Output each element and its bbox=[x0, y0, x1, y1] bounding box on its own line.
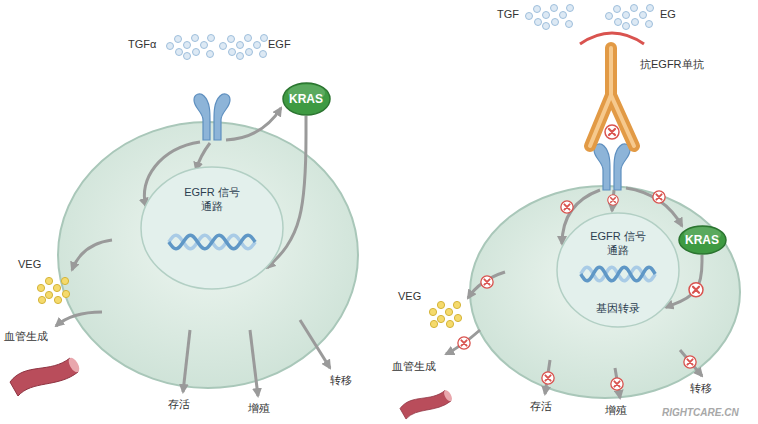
veg-dots bbox=[37, 277, 69, 303]
cell-body bbox=[58, 122, 358, 388]
outcome-label: 增殖 bbox=[605, 404, 627, 417]
kras-ellipse bbox=[679, 226, 726, 254]
signal-arrow bbox=[196, 143, 210, 170]
block-mark bbox=[689, 283, 703, 297]
signal-arrow bbox=[183, 330, 190, 392]
ligand-dots bbox=[167, 35, 215, 60]
ligand-name: EG bbox=[660, 8, 676, 21]
drug-label: 抗EGFR单抗 bbox=[640, 58, 704, 71]
veg-dots bbox=[429, 301, 461, 327]
protein-name: KRAS bbox=[685, 233, 719, 248]
kras-oval: KRAS bbox=[282, 82, 331, 116]
blocked-arrow bbox=[468, 272, 505, 298]
ligand-dots bbox=[220, 35, 268, 60]
blood-vessel bbox=[10, 356, 81, 396]
block-arc bbox=[580, 33, 644, 44]
protein-name: KRAS bbox=[289, 92, 323, 107]
nucleus-outline bbox=[141, 167, 283, 289]
process-label: 基因转录 bbox=[596, 302, 640, 316]
dna-strand bbox=[581, 267, 655, 280]
outcome-label: 增殖 bbox=[248, 402, 270, 415]
blood-vessel bbox=[400, 389, 454, 419]
outcome-label: 存活 bbox=[530, 400, 552, 413]
kras-ellipse bbox=[283, 83, 330, 115]
pathway-label: EGFR 信号通路 bbox=[183, 186, 241, 214]
factor-name: VEG bbox=[18, 258, 41, 271]
factor-name: VEG bbox=[398, 290, 421, 303]
dna-strand bbox=[169, 235, 255, 248]
watermark: RIGHTCARE.CN bbox=[662, 407, 739, 419]
anti-egfr-antibody bbox=[590, 48, 634, 146]
outcome-label: 转移 bbox=[330, 374, 352, 387]
signal-arrow bbox=[300, 320, 330, 368]
cell-body bbox=[470, 186, 740, 398]
outcome-label: 血管生成 bbox=[392, 360, 436, 373]
outcome-label: 存活 bbox=[168, 398, 190, 411]
outcome-label: 血管生成 bbox=[4, 330, 48, 343]
blocked-arrow bbox=[446, 330, 480, 354]
egfr-receptor bbox=[594, 144, 630, 190]
block-marks bbox=[458, 191, 696, 390]
blocked-arrows bbox=[446, 188, 702, 398]
signal-arrow bbox=[56, 312, 102, 326]
egfr-receptor bbox=[194, 94, 230, 140]
block-mark bbox=[605, 125, 619, 139]
ligand-name: TGFα bbox=[128, 38, 156, 51]
ligand-dots bbox=[606, 5, 654, 30]
signal-arrow bbox=[250, 330, 258, 396]
kras-oval: KRAS bbox=[678, 225, 727, 255]
signal-arrow bbox=[226, 108, 281, 140]
nucleus-outline bbox=[557, 213, 679, 327]
ligand-name: EGF bbox=[268, 38, 291, 51]
nucleus-shape bbox=[140, 166, 284, 290]
signal-arrows bbox=[56, 108, 330, 396]
nucleus-ellipse: EGFR 信号通路 bbox=[140, 166, 284, 290]
pathway-label: EGFR 信号通路 bbox=[589, 230, 647, 258]
dna-strand bbox=[169, 235, 255, 248]
ligand-dots bbox=[526, 5, 574, 30]
dna-strand bbox=[581, 267, 655, 280]
outcome-label: 转移 bbox=[690, 382, 712, 395]
ligand-name: TGF bbox=[497, 8, 519, 21]
signal-arrow bbox=[72, 240, 112, 270]
nucleus-ellipse: EGFR 信号通路基因转录 bbox=[556, 212, 680, 328]
blocked-arrow bbox=[680, 350, 702, 376]
